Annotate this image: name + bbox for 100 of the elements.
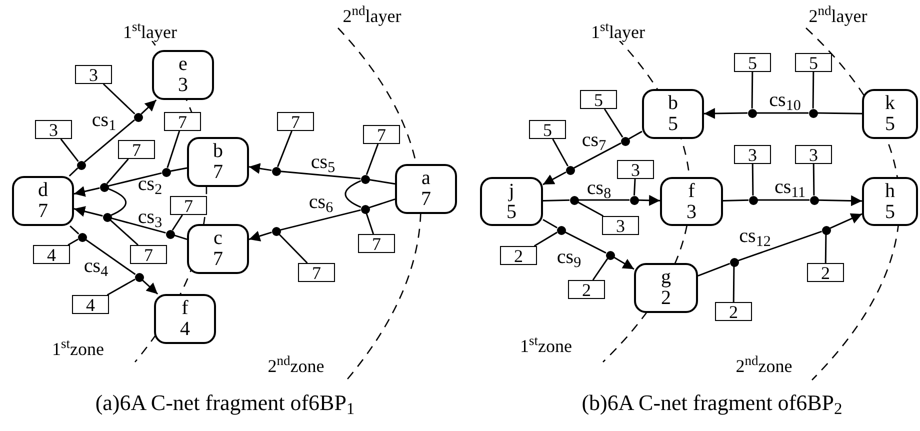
connector-line (817, 112, 862, 114)
connector-line (108, 188, 127, 216)
operation-value: 4 (180, 319, 190, 340)
value-box: 3 (35, 120, 72, 139)
operation-name: d (38, 180, 48, 201)
connector-line (738, 230, 822, 262)
layer-label: 1$^{st}$layer (591, 23, 645, 41)
leader-line (102, 83, 136, 114)
zone-label: 1$^{st}$zone (52, 340, 104, 358)
value-box: 5 (795, 53, 832, 72)
value-box: 7 (170, 196, 207, 215)
operation-value: 5 (668, 114, 678, 135)
value-box: 3 (795, 145, 832, 164)
connector-line (70, 225, 80, 234)
figure-caption: (a)6A C-net fragment of6BP$_{1}$ (95, 392, 355, 414)
arrow (140, 99, 157, 114)
value-box: 2 (568, 280, 605, 299)
value-box: 7 (130, 245, 167, 264)
edge-label: cs$_{9}$ (556, 247, 582, 267)
connector-line (698, 262, 730, 276)
leader-line (172, 214, 183, 231)
leader-line (812, 72, 814, 108)
leader-line (278, 234, 308, 264)
leader-line (166, 130, 180, 168)
leader-line (552, 138, 568, 166)
figure-caption: (b)6A C-net fragment of6BP$_{2}$ (582, 392, 842, 414)
connector-line (108, 172, 162, 187)
value-box: 5 (580, 90, 617, 109)
connector-line (542, 218, 558, 228)
leader-line (110, 219, 138, 246)
connector-line (756, 112, 808, 114)
operation-name: c (214, 228, 222, 249)
operation-box (480, 177, 543, 226)
zone-label: 1$^{st}$zone (520, 337, 572, 355)
operation-box (862, 177, 918, 226)
operation-box (862, 89, 918, 139)
value-box: 5 (529, 120, 566, 139)
leader-line (68, 238, 78, 246)
arrow (638, 194, 660, 206)
operation-value: 7 (213, 162, 223, 183)
value-box: 7 (298, 263, 335, 282)
connector-line (628, 130, 642, 140)
operation-name: k (885, 93, 895, 114)
value-box: 7 (118, 140, 155, 159)
edge-label: cs$_{2}$ (138, 174, 162, 194)
value-box: 3 (617, 160, 654, 179)
operation-value: 5 (885, 202, 895, 222)
operation-value: 5 (885, 114, 895, 135)
connector-line (174, 234, 188, 240)
arrow (542, 171, 566, 186)
operation-name: b (668, 93, 678, 114)
leader-line (812, 164, 815, 196)
arrow (830, 213, 862, 229)
leader-line (592, 258, 608, 280)
leader-line (276, 130, 292, 168)
leader-line (751, 72, 754, 108)
value-box: 7 (277, 112, 314, 131)
layer-label: 1$^{st}$layer (123, 23, 177, 41)
operation-value: 5 (506, 202, 516, 222)
operation-value: 7 (421, 189, 431, 210)
connector-line (85, 238, 136, 276)
edge-label: cs$_{11}$ (774, 177, 806, 197)
operation-box (154, 294, 216, 344)
connector-line (280, 209, 361, 231)
leader-line (578, 202, 604, 217)
edge-label: cs$_{1}$ (92, 110, 116, 130)
operation-box (152, 50, 214, 100)
connector-line (84, 119, 136, 163)
value-box: 3 (602, 216, 639, 235)
operation-name: f (688, 180, 695, 202)
value-box: 5 (734, 53, 771, 72)
operation-name: e (178, 54, 188, 75)
edge-label: cs$_{6}$ (308, 192, 334, 212)
connector-line (722, 199, 749, 202)
operation-name: j (508, 180, 514, 202)
operation-value: 7 (38, 201, 48, 222)
arrow (248, 230, 272, 242)
leader-line (366, 213, 374, 234)
operation-value: 3 (178, 75, 188, 96)
leader-line (534, 232, 558, 247)
leader-line (752, 164, 754, 196)
connector-line (542, 199, 570, 202)
operation-box (634, 263, 698, 313)
leader-line (633, 178, 636, 196)
edge-label: cs$_{12}$ (739, 226, 771, 246)
value-box: 2 (500, 246, 537, 265)
connector-line (280, 170, 361, 180)
connector-line (574, 142, 622, 169)
operation-value: 2 (661, 288, 671, 309)
value-box: 7 (363, 125, 400, 144)
edge-label: cs$_{7}$ (582, 130, 606, 150)
operation-name: f (182, 298, 188, 319)
leader-line (366, 144, 379, 176)
arrow (818, 195, 862, 206)
leader-line (604, 108, 624, 138)
operation-box (660, 177, 723, 226)
layer-label: 2$^{nd}$layer (342, 7, 402, 25)
operation-box (12, 176, 74, 226)
operation-box (187, 137, 249, 187)
arrow (704, 108, 748, 119)
